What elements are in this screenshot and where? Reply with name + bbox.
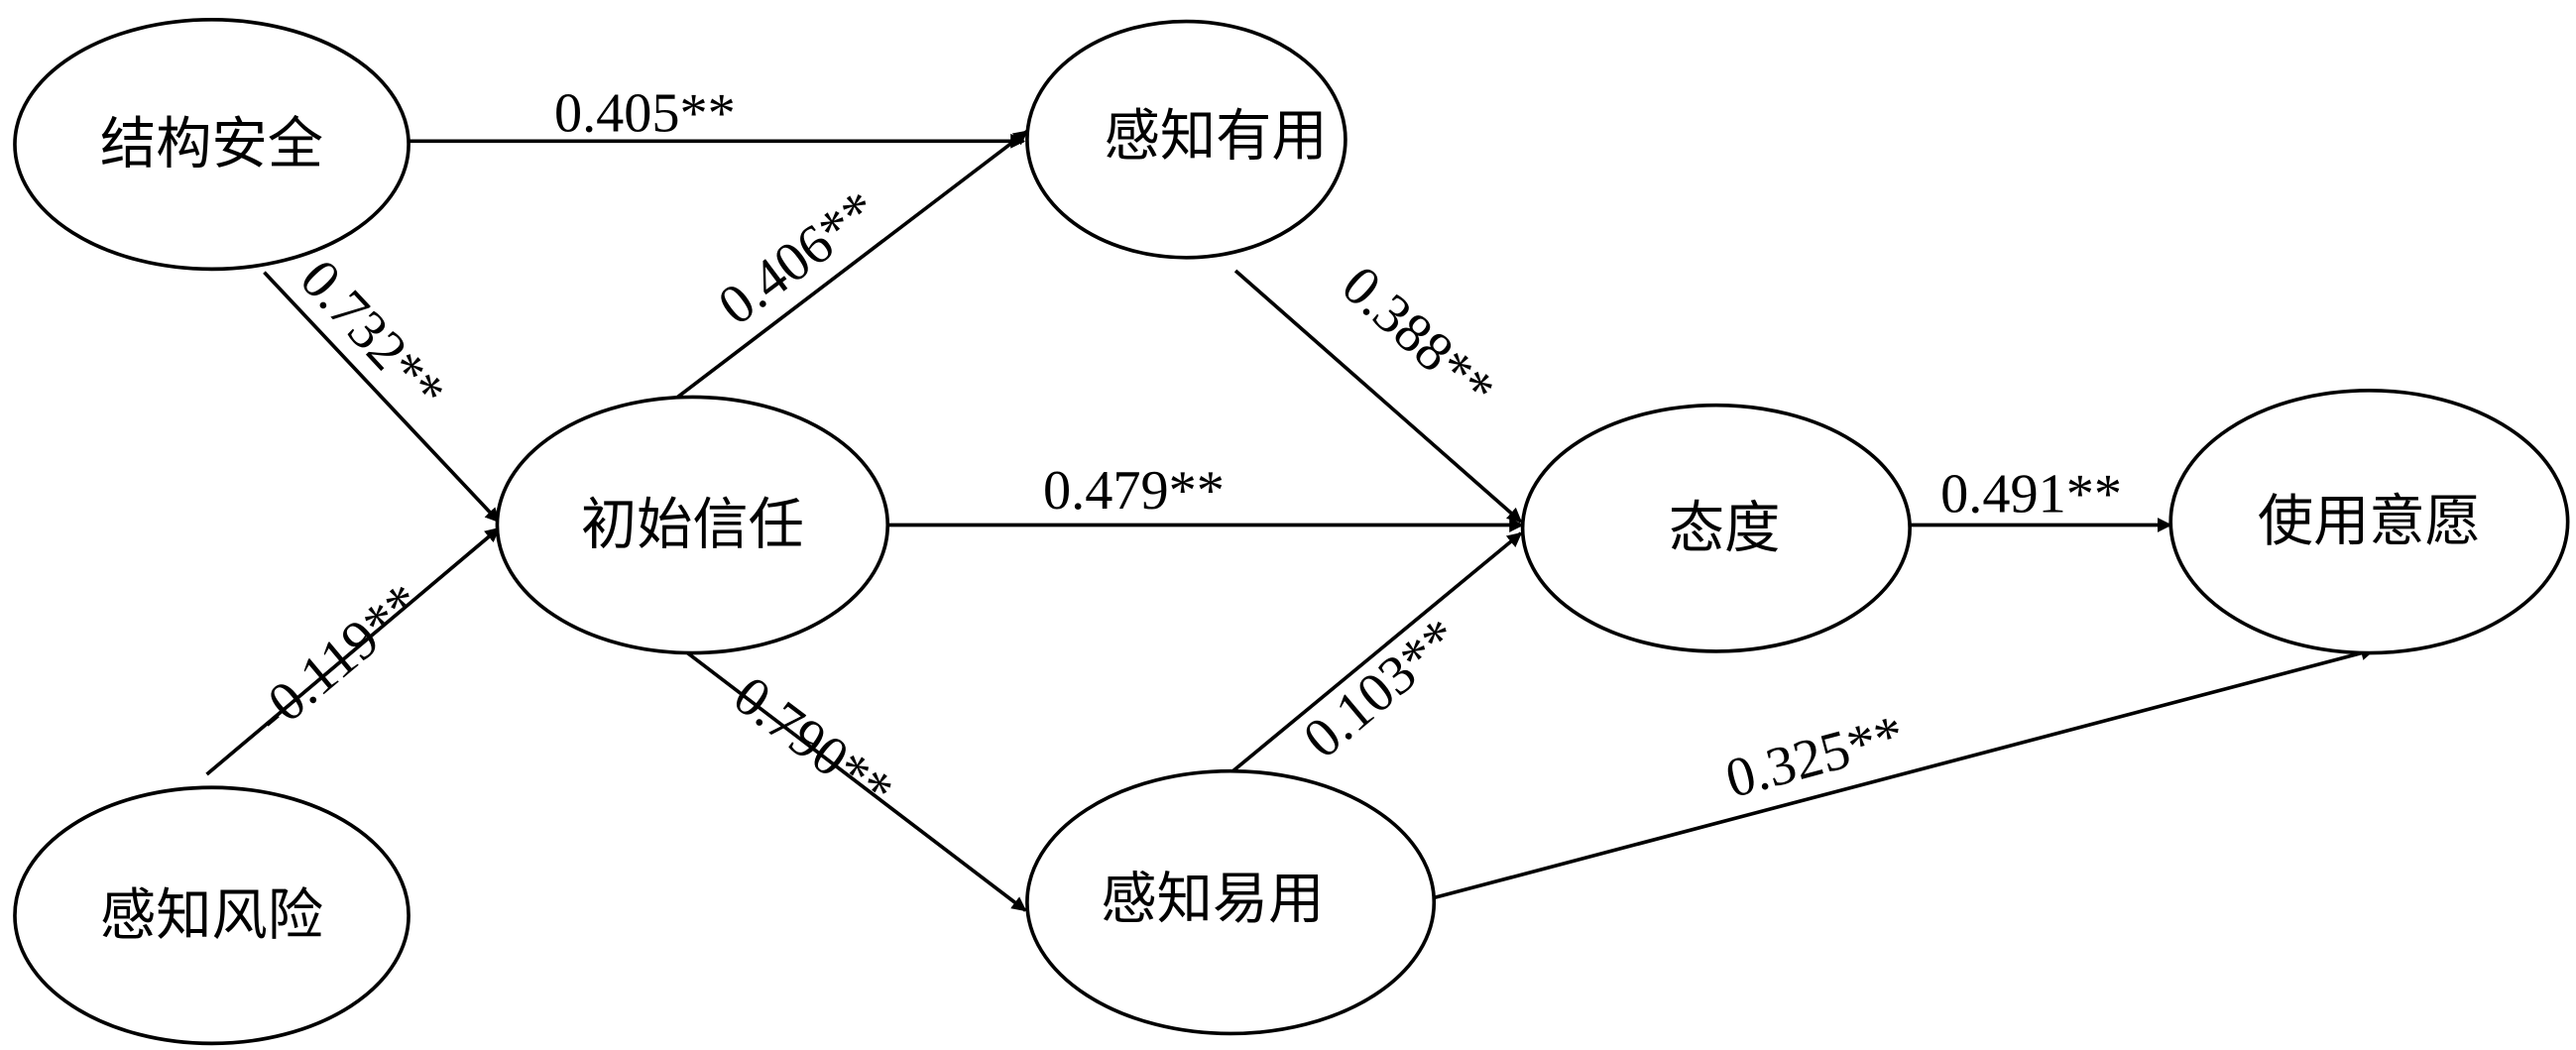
coef-risk-to-trust: -0.119** [243,572,434,747]
edge-usefulness-to-attitude [1233,269,1523,524]
node-label: 结构安全 [100,112,323,176]
coef-ease-to-intention: 0.325** [1719,704,1911,810]
coef-security-to-trust: 0.732** [289,249,457,423]
node-label: 感知风险 [100,883,323,948]
coef-attitude-to-intention: 0.491** [1940,463,2122,525]
node-label: 初始信任 [581,493,804,557]
edge-trust-to-usefulness [676,129,1029,399]
coef-trust-to-ease: 0.790** [722,664,903,823]
node-attitude: 态度 [1520,403,1912,653]
edge-trust-to-ease [686,651,1027,912]
node-perceived-usefulness: 感知有用 [1025,19,1347,260]
coef-security-to-usefulness: 0.405** [554,82,736,144]
node-perceived-risk: 感知风险 [13,785,410,1046]
edge-security-to-trust [263,271,501,524]
node-perceived-ease-of-use: 感知易用 [1025,768,1437,1036]
node-label: 感知有用 [1105,104,1328,169]
edge-ease-to-attitude [1228,531,1523,776]
node-label: 感知易用 [1101,867,1324,931]
coef-usefulness-to-attitude: 0.388** [1331,255,1506,421]
edge-risk-to-trust [205,526,501,776]
node-label: 态度 [1669,496,1781,560]
node-label: 使用意愿 [2258,490,2481,554]
coef-trust-to-attitude: 0.479** [1043,460,1225,522]
coef-ease-to-attitude: 0.103** [1292,607,1470,770]
node-initial-trust: 初始信任 [495,395,890,655]
edge-ease-to-intention [1428,645,2376,901]
node-intention-to-use: 使用意愿 [2168,388,2570,655]
node-structural-security: 结构安全 [13,18,410,272]
